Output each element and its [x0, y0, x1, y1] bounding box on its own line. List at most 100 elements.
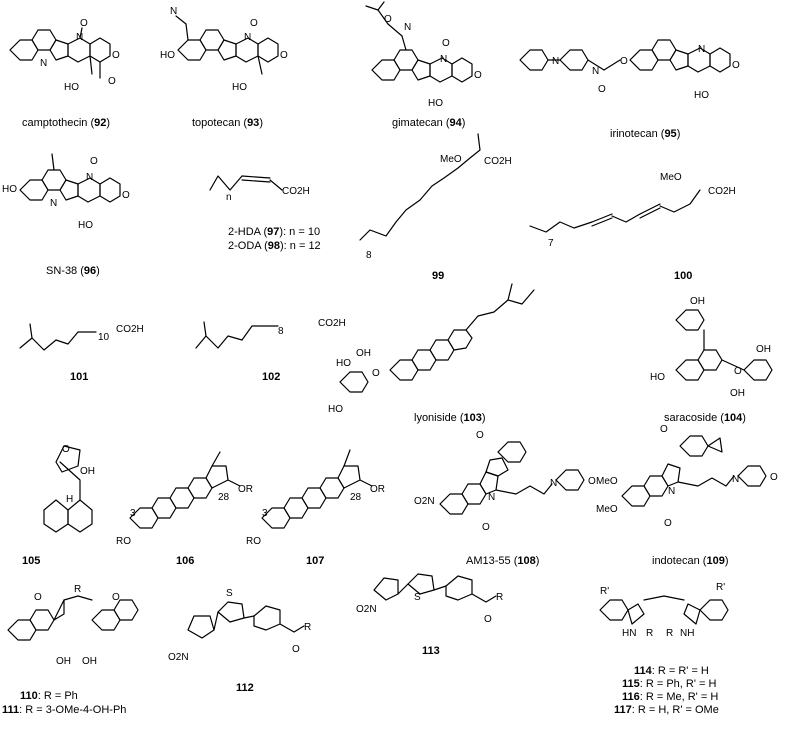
- atom-o: O: [122, 190, 130, 201]
- atom-o: O: [112, 50, 120, 61]
- label-97: 2-HDA (97): n = 10: [228, 226, 321, 238]
- atom-n: N: [732, 474, 739, 485]
- atom-o: O: [660, 424, 668, 435]
- atom-meo: MeO: [440, 154, 462, 165]
- atom-o: O: [280, 50, 288, 61]
- subscript-n: n: [226, 192, 232, 203]
- atom-o: O: [620, 56, 628, 67]
- label-93: topotecan (93): [192, 117, 263, 129]
- atom-co2h: CO2H: [484, 156, 512, 167]
- atom-ro: RO: [116, 536, 131, 547]
- compound-name: gimatecan: [392, 117, 443, 129]
- atom-n: N: [668, 486, 675, 497]
- atom-n: N: [76, 32, 83, 43]
- atom-n: N: [592, 66, 599, 77]
- atom-oh: OH: [690, 296, 705, 307]
- atom-ho: HO: [160, 50, 175, 61]
- atom-o: O: [664, 518, 672, 529]
- label-115: 115: R = Ph, R' = H: [622, 678, 717, 690]
- atom-o: O: [588, 476, 596, 487]
- label-106: 106: [176, 555, 195, 567]
- atom-co2h: CO2H: [708, 186, 736, 197]
- label-107: 107: [306, 555, 325, 567]
- label-116: 116: R = Me, R' = H: [622, 691, 719, 703]
- atom-meo: MeO: [596, 476, 618, 487]
- atom-s: S: [226, 588, 233, 599]
- atom-o: O: [484, 614, 492, 625]
- atom-h: H: [66, 494, 73, 505]
- atom-co2h: CO2H: [282, 186, 310, 197]
- label-98: 2-ODA (98): n = 12: [228, 240, 321, 252]
- camptothecin-skeleton: [9, 27, 111, 79]
- atom-o: O: [112, 592, 120, 603]
- atom-o: O: [442, 38, 450, 49]
- atom-o: O: [250, 18, 258, 29]
- atom-r: R: [74, 584, 81, 595]
- atom-ho: HO: [2, 184, 17, 195]
- atom-o: O: [90, 156, 98, 167]
- atom-or: OR: [238, 484, 253, 495]
- atom-o: O: [474, 70, 482, 81]
- atom-o: O: [34, 592, 42, 603]
- atom-oh: OH: [756, 344, 771, 355]
- compound-number: 95: [664, 128, 677, 140]
- atom-rp: R': [600, 586, 609, 597]
- label-103: lyoniside (103): [414, 412, 486, 424]
- atom-ho: HO: [232, 82, 247, 93]
- label-117: 117: R = H, R' = OMe: [614, 704, 719, 716]
- atom-o: O: [732, 60, 740, 71]
- label-105: 105: [22, 555, 41, 567]
- atom-ho: HO: [650, 372, 665, 383]
- atom-o: O: [770, 472, 778, 483]
- atom-n: N: [170, 6, 177, 17]
- atom-nh: NH: [680, 628, 694, 639]
- compound-name: camptothecin: [22, 117, 88, 129]
- atom-meo: MeO: [596, 504, 618, 515]
- label-92: camptothecin (92): [22, 117, 111, 129]
- atom-co2h: CO2H: [318, 318, 346, 329]
- compound-name: irinotecan: [610, 128, 658, 140]
- atom-o: O: [80, 18, 88, 29]
- atom-n: N: [552, 56, 559, 67]
- compound-number: 94: [449, 117, 462, 129]
- locant-28: 28: [218, 492, 230, 503]
- label-111: 111: R = 3-OMe-4-OH-Ph: [2, 704, 127, 716]
- atom-or: OR: [370, 484, 385, 495]
- subscript-7: 7: [548, 238, 554, 249]
- atom-n: N: [440, 54, 447, 65]
- atom-n: N: [698, 44, 705, 55]
- label-114: 114: R = R' = H: [634, 665, 709, 677]
- locant-3: 3: [130, 508, 136, 519]
- atom-r: R: [646, 628, 653, 639]
- label-112: 112: [236, 682, 254, 694]
- atom-o: O: [384, 14, 392, 25]
- label-104: saracoside (104): [664, 412, 746, 424]
- atom-n: N: [404, 22, 411, 33]
- atom-n: N: [488, 492, 495, 503]
- atom-ho: HO: [694, 90, 709, 101]
- atom-r: R: [304, 622, 311, 633]
- atom-n: N: [244, 32, 251, 43]
- atom-ro: RO: [246, 536, 261, 547]
- subscript-8: 8: [366, 250, 372, 261]
- atom-oh: OH: [56, 656, 71, 667]
